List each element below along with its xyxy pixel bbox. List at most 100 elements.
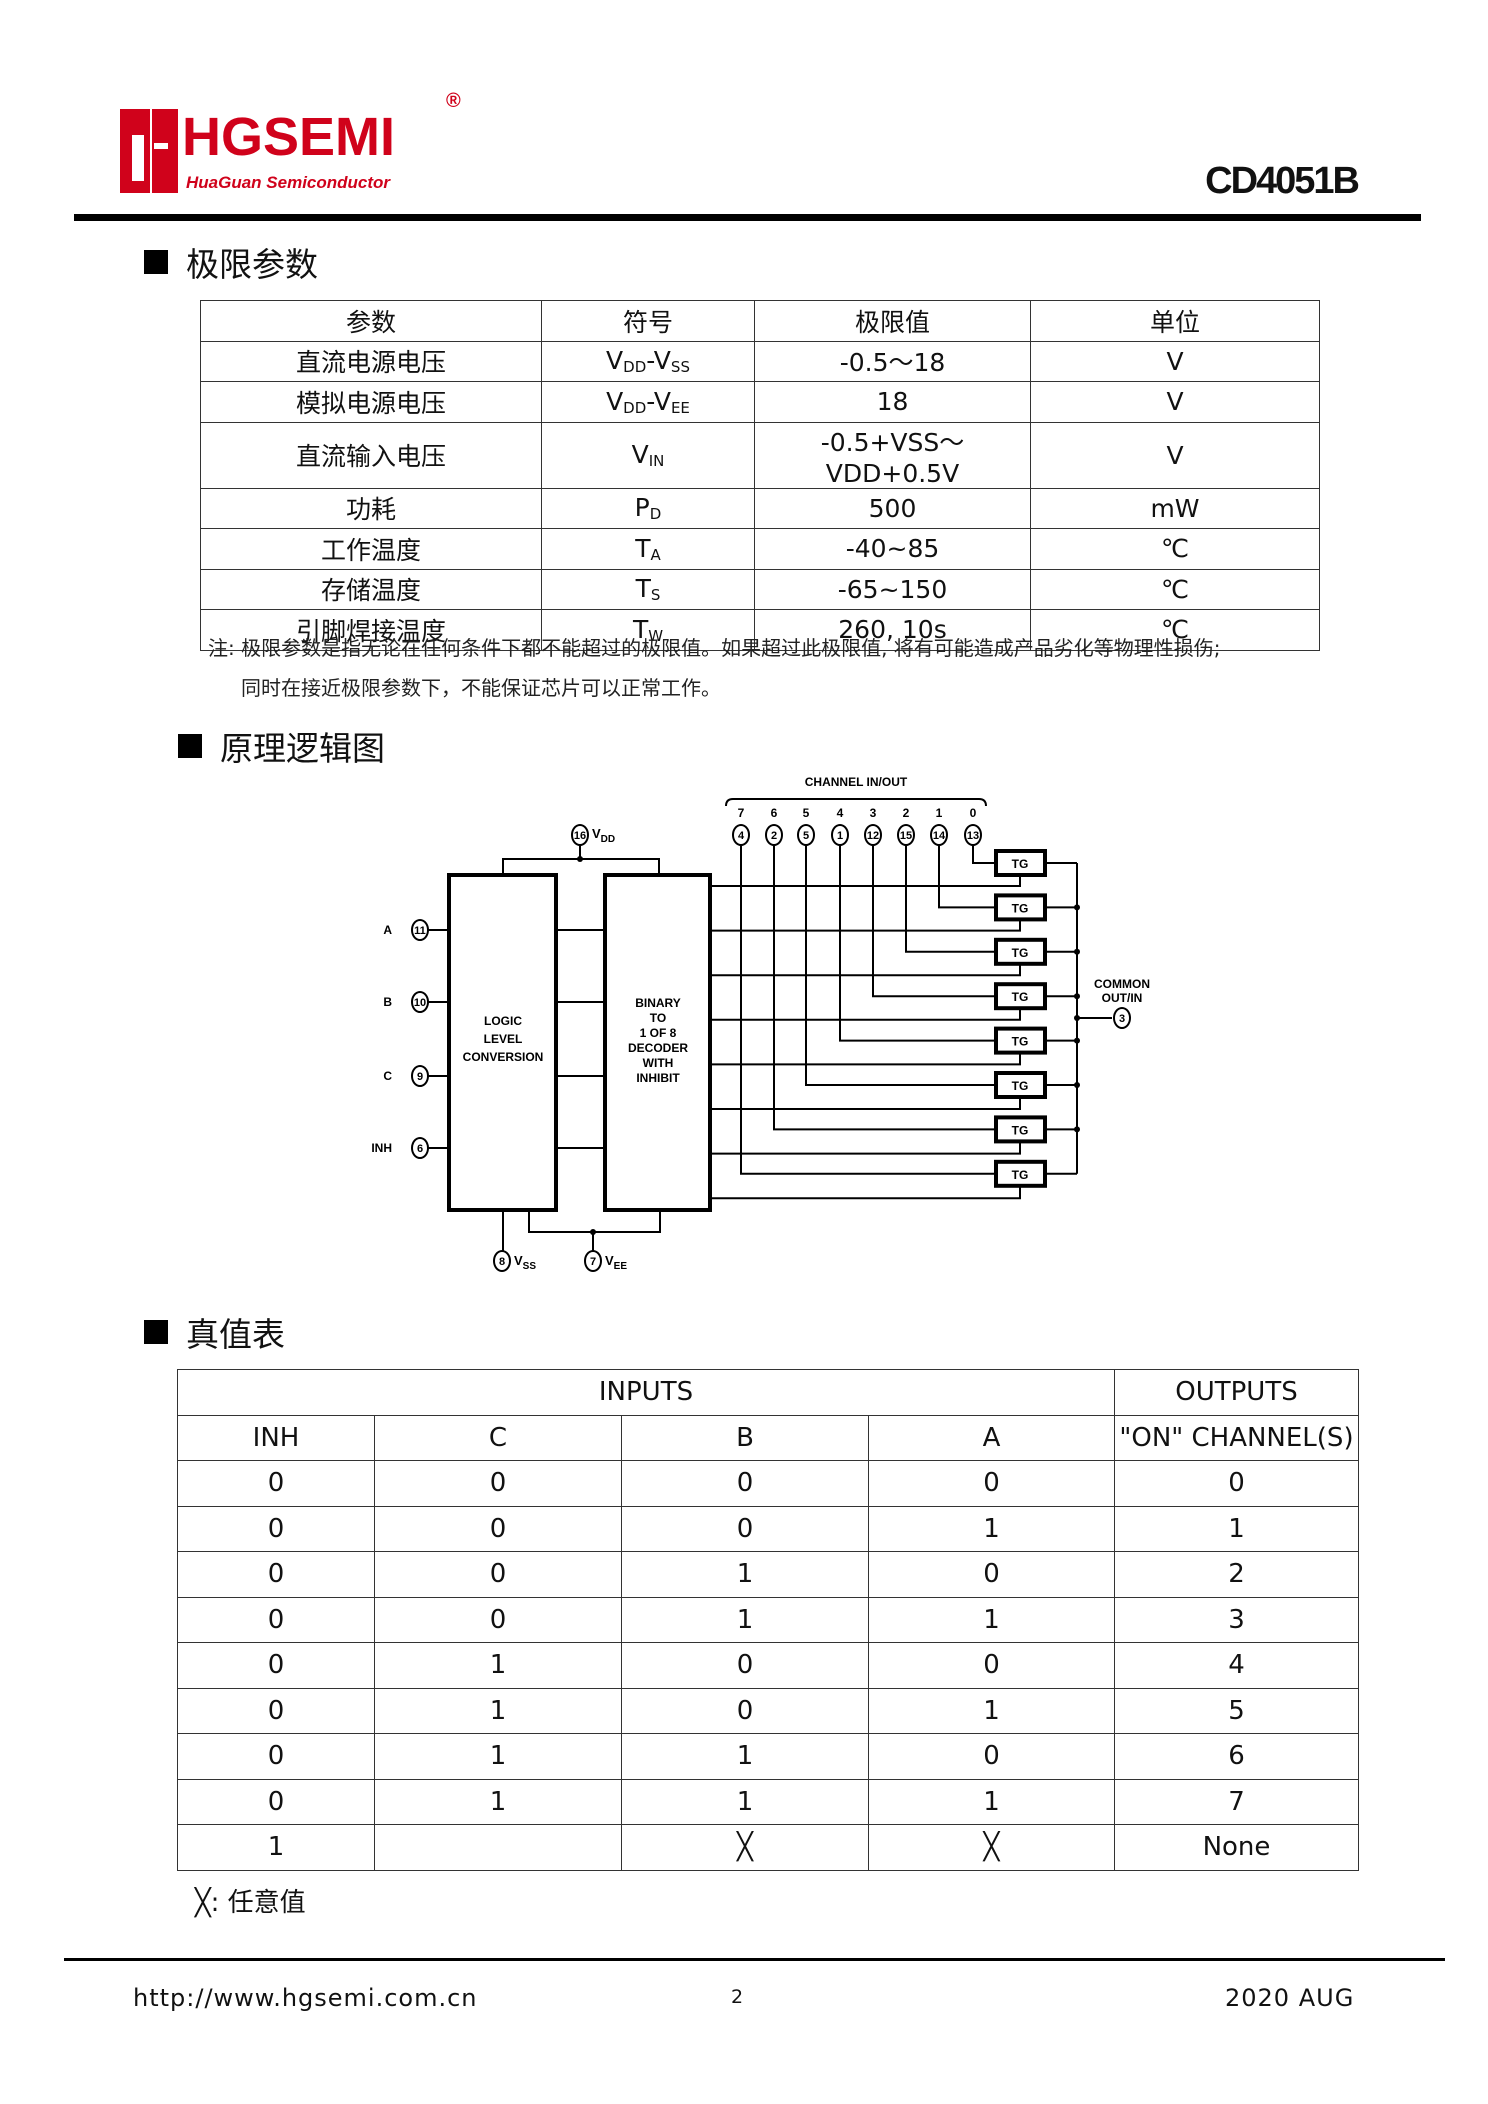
channel-wire bbox=[740, 845, 996, 1175]
outputs-header: OUTPUTS bbox=[1114, 1369, 1359, 1416]
symbol-2: -V bbox=[646, 386, 671, 416]
value-cell: 260, 10s bbox=[754, 609, 1031, 651]
truth-cell: 0 bbox=[621, 1505, 869, 1552]
param-cell: 模拟电源电压 bbox=[200, 381, 542, 423]
logic-block-label: LEVEL bbox=[484, 1032, 523, 1046]
truth-cell: 0 bbox=[177, 1642, 375, 1689]
truth-cell: 0 bbox=[177, 1778, 375, 1825]
limits-note-line2: 同时在接近极限参数下，不能保证芯片可以正常工作。 bbox=[241, 676, 721, 700]
channel-wire bbox=[773, 845, 996, 1131]
page-number: 2 bbox=[731, 1986, 745, 2008]
truth-cell: 0 bbox=[621, 1460, 869, 1507]
truth-cell: ╳ bbox=[868, 1824, 1115, 1871]
truth-cell: 0 bbox=[1114, 1460, 1359, 1507]
channel-wire bbox=[905, 845, 996, 953]
truth-cell: 1 bbox=[374, 1687, 622, 1734]
symbol: V bbox=[606, 346, 624, 376]
decoder-output-wire bbox=[710, 875, 1021, 887]
logic-level-block bbox=[447, 873, 558, 1212]
truth-table: INPUTS OUTPUTS INH C B A "ON" CHANNEL(S)… bbox=[177, 1369, 1359, 1871]
param-cell: 直流电源电压 bbox=[200, 340, 542, 382]
decoder-output-wire bbox=[710, 1185, 1021, 1200]
section-title: 极限参数 bbox=[186, 245, 318, 284]
common-pin-circle-icon bbox=[1113, 1007, 1131, 1029]
truth-cell: 3 bbox=[1114, 1596, 1359, 1643]
junction-dot bbox=[1074, 993, 1080, 1000]
channel-pin-circle-icon bbox=[765, 824, 783, 846]
table-row: 引脚焊接温度 TW 260, 10s ℃ bbox=[200, 609, 1320, 651]
logic-diagram: 74625541312215114013TGTGTGTGTGTGTGTG3COM… bbox=[371, 775, 1150, 1272]
vee-pin-circle-icon bbox=[584, 1250, 602, 1272]
truth-cell: 0 bbox=[621, 1642, 869, 1689]
junction-dot bbox=[1074, 1037, 1080, 1044]
truth-cell: 0 bbox=[621, 1687, 869, 1734]
truth-cell: 0 bbox=[177, 1551, 375, 1598]
symbol-cell: VDD-VSS bbox=[541, 340, 755, 382]
truth-cell: 1 bbox=[868, 1778, 1115, 1825]
table-row: 直流电源电压 VDD-VSS -0.5～18 V bbox=[200, 340, 1320, 382]
column-header: INH bbox=[177, 1414, 375, 1461]
symbol-cell: VDD-VEE bbox=[541, 381, 755, 423]
table-row: 直流输入电压 VIN -0.5+VSS～VDD+0.5V V bbox=[200, 421, 1320, 489]
vss-pin: 8 bbox=[499, 1256, 505, 1268]
tg-label: TG bbox=[1012, 1123, 1029, 1137]
param-cell: 功耗 bbox=[200, 487, 542, 529]
truth-cell: 1 bbox=[621, 1551, 869, 1598]
truth-cell: 1 bbox=[374, 1778, 622, 1825]
decoder-block-label: DECODER bbox=[628, 1041, 688, 1055]
channel-pin-circle-icon bbox=[797, 824, 815, 846]
channel-pin-circle-icon bbox=[897, 824, 915, 846]
symbol-cell: TS bbox=[541, 568, 755, 610]
truth-cell: 1 bbox=[374, 1733, 622, 1780]
footer-date: 2020 AUG bbox=[1225, 1984, 1355, 2012]
section-title: 原理逻辑图 bbox=[220, 729, 385, 768]
channel-pin: 12 bbox=[867, 830, 879, 842]
decoder-block-label: TO bbox=[650, 1011, 666, 1025]
tg-label: TG bbox=[1012, 857, 1029, 871]
limits-note-line1: 注: 极限参数是指无论在任何条件下都不能超过的极限值。如果超过此极限值, 将有可… bbox=[208, 636, 1221, 660]
value-cell: 18 bbox=[754, 381, 1031, 423]
unit-cell: ℃ bbox=[1030, 568, 1320, 610]
junction-dot bbox=[1074, 1015, 1080, 1021]
channel-pin-circle-icon bbox=[732, 824, 750, 846]
common-label: OUT/IN bbox=[1102, 991, 1143, 1005]
table-row: 工作温度 TA -40~85 ℃ bbox=[200, 528, 1320, 570]
vss-label: VSS bbox=[514, 1253, 536, 1272]
channel-number: 6 bbox=[771, 806, 778, 820]
vee-label-subscript: EE bbox=[614, 1261, 628, 1272]
unit-cell: V bbox=[1030, 421, 1320, 489]
truth-cell: 4 bbox=[1114, 1642, 1359, 1689]
param-cell: 工作温度 bbox=[200, 528, 542, 570]
symbol-2: -V bbox=[646, 346, 671, 376]
truth-cell: 5 bbox=[1114, 1687, 1359, 1734]
footer-url[interactable]: http://www.hgsemi.com.cn bbox=[133, 1984, 478, 2012]
junction-dot bbox=[1074, 904, 1080, 911]
decoder-output-wire bbox=[710, 963, 1021, 977]
truth-cell: 1 bbox=[868, 1687, 1115, 1734]
section-title: 真值表 bbox=[186, 1315, 285, 1354]
input-pin: 6 bbox=[417, 1143, 423, 1155]
channel-pin-circle-icon bbox=[864, 824, 882, 846]
vdd-label-main: V bbox=[592, 826, 601, 841]
truth-cell: 1 bbox=[374, 1642, 622, 1689]
channel-number: 7 bbox=[738, 806, 745, 820]
channel-pin: 15 bbox=[900, 830, 912, 842]
input-label: C bbox=[383, 1069, 392, 1083]
channel-pin-circle-icon bbox=[930, 824, 948, 846]
symbol-cell: PD bbox=[541, 487, 755, 529]
channel-number: 5 bbox=[803, 806, 810, 820]
unit-cell: ℃ bbox=[1030, 528, 1320, 570]
decoder-block-label: INHIBIT bbox=[636, 1071, 680, 1085]
input-label: B bbox=[383, 995, 392, 1009]
channel-pin-circle-icon bbox=[831, 824, 849, 846]
input-pin: 9 bbox=[417, 1071, 423, 1083]
symbol: T bbox=[635, 574, 651, 604]
vdd-pin: 16 bbox=[574, 830, 586, 842]
symbol: T bbox=[635, 533, 651, 563]
decoder-output-wire bbox=[710, 1008, 1021, 1021]
